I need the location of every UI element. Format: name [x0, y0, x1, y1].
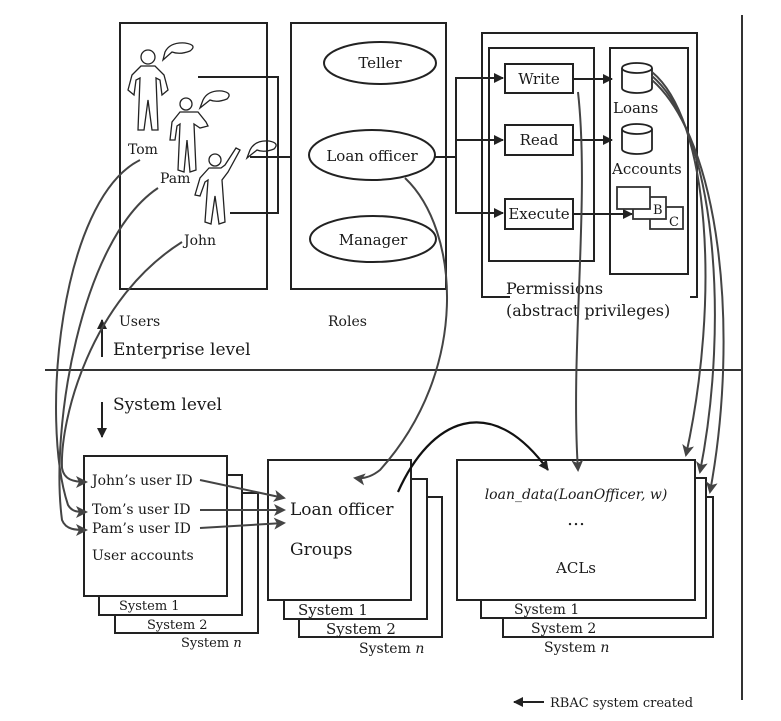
user-id-pam[interactable]: Pam’s user ID — [92, 521, 191, 537]
enterprise-level-label: Enterprise level — [113, 340, 251, 360]
op-execute-label: Execute — [508, 205, 569, 223]
groups-system-1-box — [267, 459, 412, 601]
user-name-tom: Tom — [128, 142, 158, 158]
role-to-group-curve — [353, 177, 449, 486]
object-accounts-label: Accounts — [611, 160, 682, 178]
user-name-john: John — [182, 233, 216, 249]
user-id-john[interactable]: John’s user ID — [90, 473, 193, 489]
loans-to-acl-system-1-curve — [651, 71, 707, 457]
loans-database-icon — [621, 62, 653, 94]
pam-to-user-id-curve — [58, 187, 159, 536]
users-caption: Users — [119, 314, 160, 330]
role-manager[interactable] — [309, 215, 437, 263]
groups-system-2: System 2 — [326, 620, 396, 638]
role-teller-label: Teller — [358, 54, 402, 72]
legend-label: RBAC system created — [550, 696, 693, 711]
group-loan-officer[interactable]: Loan officer — [290, 500, 394, 520]
role-loan-officer-label: Loan officer — [326, 147, 418, 165]
acl-ellipsis: … — [567, 509, 585, 530]
acls-system-1-box — [456, 459, 696, 601]
user-accounts-caption: User accounts — [92, 548, 194, 564]
roles-caption: Roles — [328, 314, 367, 330]
user-accounts-system-1: System 1 — [119, 599, 180, 614]
john-id-to-group-arrow — [199, 479, 286, 502]
op-write[interactable] — [504, 63, 574, 94]
loans-to-acl-system-n-curve — [651, 79, 725, 494]
acls-system-2: System 2 — [531, 621, 596, 637]
user-accounts-system-2: System 2 — [147, 618, 208, 633]
pam-id-to-group-arrow — [199, 517, 286, 530]
groups-system-1: System 1 — [298, 601, 368, 619]
role-manager-label: Manager — [339, 231, 408, 249]
groups-system-n: System n — [359, 641, 424, 657]
user-id-tom[interactable]: Tom’s user ID — [92, 502, 190, 518]
users-box — [119, 22, 268, 290]
op-read-label: Read — [520, 131, 559, 149]
program-windows-icon — [616, 186, 684, 230]
acls-system-1: System 1 — [514, 602, 579, 618]
acls-caption: ACLs — [555, 559, 596, 577]
accounts-database-icon — [621, 123, 653, 155]
op-execute[interactable] — [504, 198, 574, 230]
permissions-caption-1: Permissions — [506, 279, 603, 298]
op-write-label: Write — [518, 70, 560, 88]
group-to-acl-curve — [396, 421, 549, 493]
program-label-c: C — [669, 215, 679, 230]
loans-to-acl-system-2-curve — [651, 75, 716, 474]
program-label-b: B — [653, 203, 663, 218]
role-loan-officer[interactable] — [308, 129, 436, 181]
user-figure-john-icon — [194, 140, 277, 225]
acl-entry[interactable]: loan_data(LoanOfficer, w) — [485, 487, 668, 503]
op-read[interactable] — [504, 124, 574, 156]
object-loans-label: Loans — [613, 99, 658, 117]
system-level-label: System level — [113, 395, 222, 415]
permissions-frame — [481, 32, 698, 298]
users-to-role-connector — [198, 76, 279, 214]
tom-to-user-id-curve — [55, 159, 141, 518]
groups-caption: Groups — [290, 540, 353, 560]
user-figure-pam-icon — [169, 90, 230, 173]
user-figure-tom-icon — [127, 42, 194, 131]
write-to-acl-curve — [571, 91, 584, 472]
john-to-user-id-curve — [60, 241, 183, 488]
permissions-caption-2: (abstract privileges) — [506, 301, 670, 320]
acls-system-n: System n — [544, 640, 609, 656]
user-name-pam: Pam — [160, 171, 190, 187]
user-accounts-system-n: System n — [181, 636, 242, 651]
user-accounts-system-1-box — [83, 455, 228, 597]
role-teller[interactable] — [323, 41, 437, 85]
